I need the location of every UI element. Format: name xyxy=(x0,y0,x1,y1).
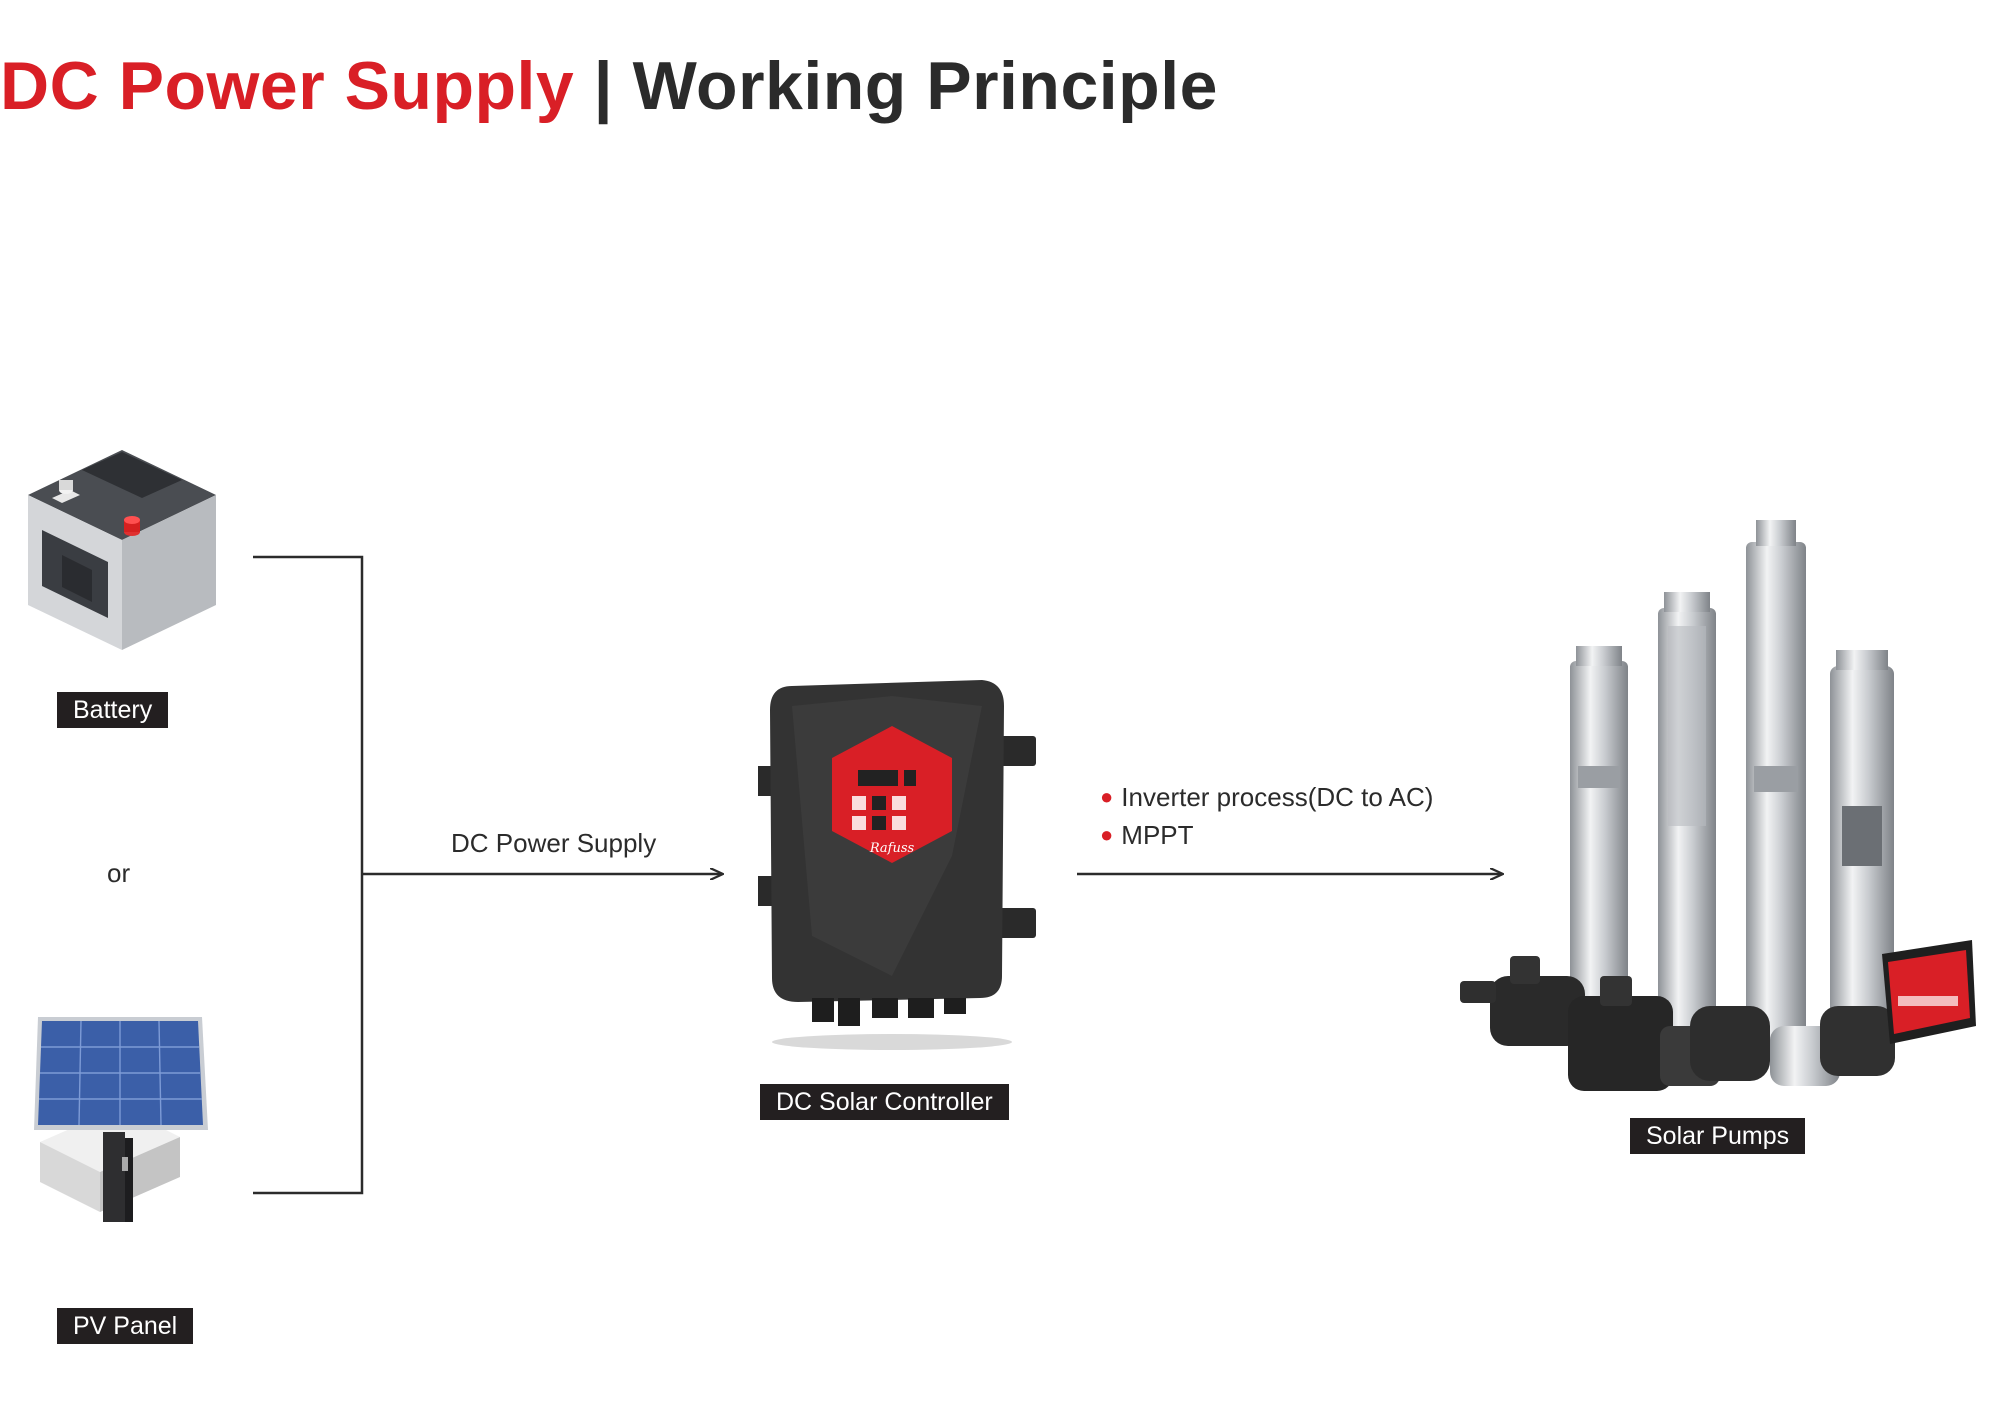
controller-logo: Rafuss xyxy=(869,841,915,856)
source-bracket-line xyxy=(253,555,364,1195)
feature-item: ● Inverter process(DC to AC) xyxy=(1100,778,1433,816)
feature-text: Inverter process(DC to AC) xyxy=(1121,782,1434,812)
bullet-icon: ● xyxy=(1100,784,1114,809)
pv-panel-icon xyxy=(34,1017,208,1222)
feature-text: MPPT xyxy=(1121,820,1194,850)
bullet-icon: ● xyxy=(1100,822,1114,847)
pv-panel-label: PV Panel xyxy=(57,1308,194,1344)
feature-list: ● Inverter process(DC to AC) ● MPPT xyxy=(1100,778,1433,854)
page-title: DC Power Supply | Working Principle xyxy=(0,52,1218,120)
solar-pumps-label: Solar Pumps xyxy=(1630,1118,1806,1154)
solar-controller-icon: Rafuss xyxy=(758,680,1036,1050)
or-label: or xyxy=(107,858,131,888)
title-part-2: Working Principle xyxy=(632,48,1218,124)
battery-icon xyxy=(28,450,216,650)
battery-label: Battery xyxy=(57,692,169,728)
input-flow-label: DC Power Supply xyxy=(451,828,657,858)
title-separator: | xyxy=(593,48,614,124)
solar-pumps-icon xyxy=(1460,520,1976,1091)
controller-label: DC Solar Controller xyxy=(760,1084,1009,1120)
title-part-1: DC Power Supply xyxy=(0,48,575,124)
feature-item: ● MPPT xyxy=(1100,816,1433,854)
